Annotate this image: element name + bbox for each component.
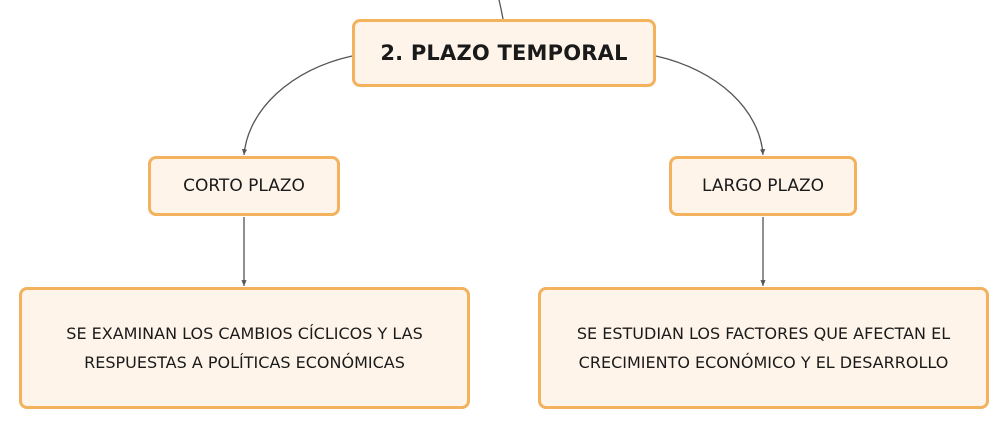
short-term-node[interactable]: CORTO PLAZO [148,156,340,216]
long-term-description-node[interactable]: SE ESTUDIAN LOS FACTORES QUE AFECTAN EL … [538,287,989,409]
long-term-description: SE ESTUDIAN LOS FACTORES QUE AFECTAN EL … [576,324,951,372]
root-node-label: 2. PLAZO TEMPORAL [380,41,628,65]
root-node[interactable]: 2. PLAZO TEMPORAL [352,19,656,87]
short-term-description-node[interactable]: SE EXAMINAN LOS CAMBIOS CÍCLICOS Y LAS R… [19,287,470,409]
long-term-node[interactable]: LARGO PLAZO [669,156,857,216]
connector-root-to-largo [655,55,766,156]
short-term-description: SE EXAMINAN LOS CAMBIOS CÍCLICOS Y LAS R… [66,324,423,372]
short-term-label: CORTO PLAZO [183,176,305,196]
long-term-label: LARGO PLAZO [701,176,825,196]
connector-root-to-corto [241,55,353,156]
connector-from-parent [498,0,504,20]
